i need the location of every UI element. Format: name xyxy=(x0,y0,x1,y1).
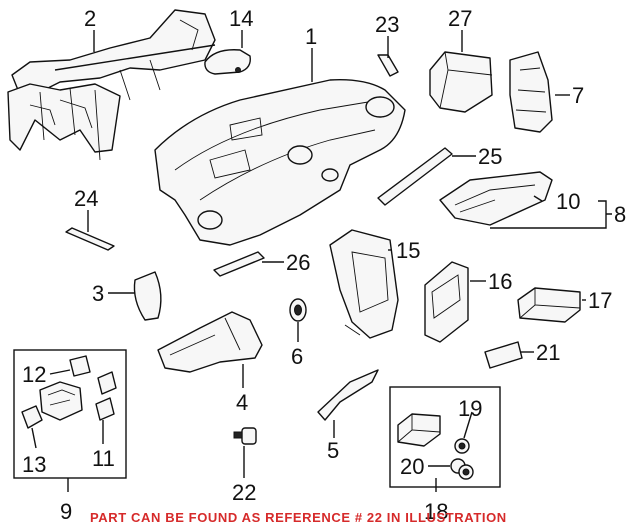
callout-9: 9 xyxy=(60,499,72,524)
part-8-tray[interactable] xyxy=(439,171,553,226)
callout-11: 11 xyxy=(92,446,115,471)
part-23-bracket[interactable] xyxy=(377,54,399,77)
part-21-label[interactable] xyxy=(484,341,523,369)
part-25-trim-strip[interactable] xyxy=(377,147,453,206)
part-2-panel-frame[interactable] xyxy=(7,9,216,161)
callout-24: 24 xyxy=(74,186,98,211)
part-6-grommet[interactable] xyxy=(289,298,307,322)
callout-18: 18 xyxy=(424,499,448,524)
callout-12: 12 xyxy=(22,362,46,387)
callout-7: 7 xyxy=(572,83,584,108)
part-1-instrument-panel[interactable] xyxy=(154,79,406,246)
part-13-clip-cluster[interactable] xyxy=(21,381,83,429)
callout-3: 3 xyxy=(92,281,104,306)
part-24-strip[interactable] xyxy=(65,227,115,251)
part-12-clip[interactable] xyxy=(69,355,91,377)
callout-8: 8 xyxy=(614,202,626,227)
callout-15: 15 xyxy=(396,238,420,263)
callout-2: 2 xyxy=(84,6,96,31)
callout-17: 17 xyxy=(588,288,612,313)
part-18-module[interactable] xyxy=(397,413,441,447)
callout-23: 23 xyxy=(375,12,399,37)
part-5-lower-trim[interactable] xyxy=(317,369,379,421)
part-17-control-unit[interactable] xyxy=(517,287,581,323)
part-20-connector[interactable] xyxy=(450,458,474,480)
part-19-connector[interactable] xyxy=(454,438,470,454)
part-7-duct-bracket[interactable] xyxy=(509,51,553,133)
callout-1: 1 xyxy=(305,24,317,49)
part-15-center-bracket[interactable] xyxy=(329,229,399,339)
kit-box-18 xyxy=(389,386,501,488)
callout-20: 20 xyxy=(400,454,424,479)
footer-note: PART CAN BE FOUND AS REFERENCE # 22 IN I… xyxy=(90,510,507,525)
part-26-vent-strip[interactable] xyxy=(213,251,265,277)
callout-10: 10 xyxy=(556,189,580,214)
part-3-end-cap[interactable] xyxy=(133,271,162,321)
part-27-module[interactable] xyxy=(429,51,493,113)
part-11-clip[interactable] xyxy=(95,371,117,421)
part-4-knee-panel[interactable] xyxy=(157,311,263,373)
leader-lines xyxy=(31,30,612,492)
callout-25: 25 xyxy=(478,144,502,169)
callout-14: 14 xyxy=(229,6,253,31)
callout-13: 13 xyxy=(22,452,46,477)
callout-numbers: 2 14 1 23 27 7 25 10 8 24 26 3 15 16 17 … xyxy=(22,6,626,524)
callout-27: 27 xyxy=(448,6,472,31)
callout-5: 5 xyxy=(327,438,339,463)
callout-4: 4 xyxy=(236,390,248,415)
part-22-sensor[interactable] xyxy=(233,427,257,445)
callout-22: 22 xyxy=(232,480,256,505)
callout-21: 21 xyxy=(536,340,560,365)
kit-box-9 xyxy=(13,349,127,479)
part-16-bezel[interactable] xyxy=(424,261,469,343)
callout-19: 19 xyxy=(458,396,482,421)
callout-26: 26 xyxy=(286,250,310,275)
callout-6: 6 xyxy=(291,344,303,369)
callout-16: 16 xyxy=(488,269,512,294)
part-14-cover[interactable] xyxy=(204,49,251,75)
